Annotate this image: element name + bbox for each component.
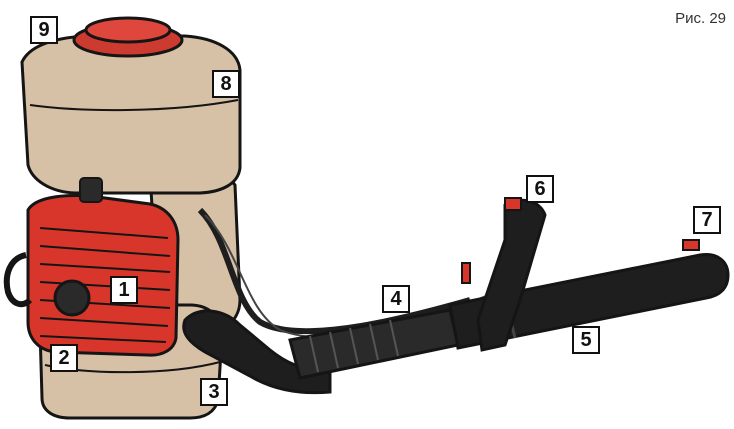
callout-7: 7 bbox=[693, 206, 721, 234]
callout-1: 1 bbox=[110, 276, 138, 304]
hose-ribs bbox=[309, 319, 399, 373]
callout-5: 5 bbox=[572, 326, 600, 354]
blower-tube bbox=[448, 252, 730, 350]
handle-lever bbox=[461, 262, 471, 284]
starter-handle bbox=[3, 252, 33, 308]
engine-block bbox=[26, 194, 180, 357]
blower-elbow bbox=[182, 309, 332, 395]
figure-caption: Рис. 29 bbox=[675, 10, 726, 27]
callout-3: 3 bbox=[200, 378, 228, 406]
engine-top-cap bbox=[79, 177, 103, 203]
tank-seam bbox=[29, 99, 239, 112]
callout-9: 9 bbox=[30, 16, 58, 44]
tank-lid-top bbox=[84, 16, 172, 44]
engine-fuel-cap bbox=[53, 279, 91, 317]
tank-body bbox=[20, 34, 242, 195]
callout-4: 4 bbox=[382, 285, 410, 313]
callout-2: 2 bbox=[50, 344, 78, 372]
callout-6: 6 bbox=[526, 175, 554, 203]
handle-trigger bbox=[504, 197, 522, 211]
callout-8: 8 bbox=[212, 70, 240, 98]
nozzle-lever bbox=[682, 239, 700, 251]
